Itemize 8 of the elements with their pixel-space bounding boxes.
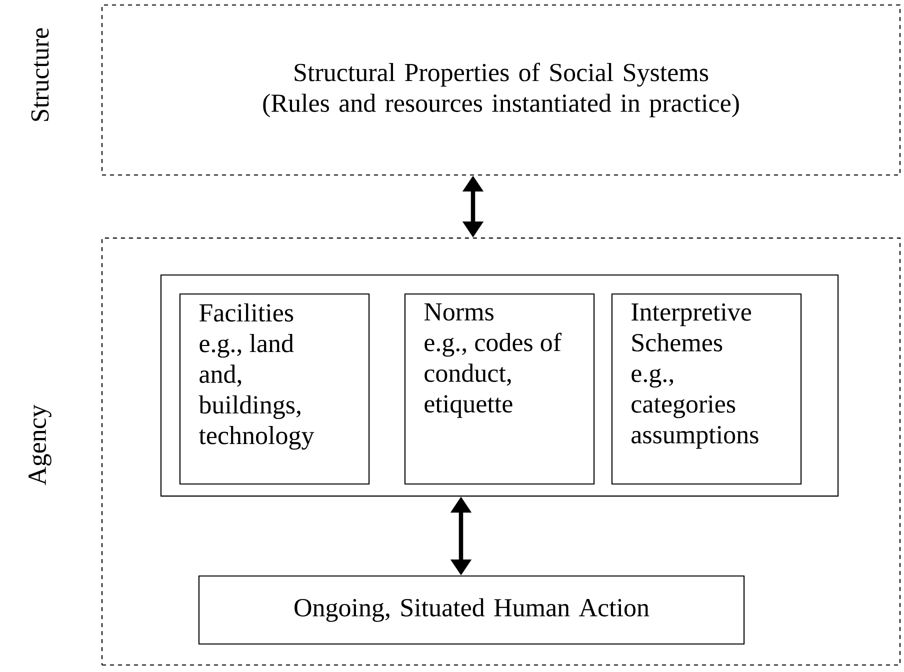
text-box: Facilities e.g., land and, buildings, technology <box>179 293 370 485</box>
frame-box <box>160 274 839 497</box>
dashed-frame: Structural Properties of Social Systems (Rules and resources instantiated in practice) <box>101 4 901 176</box>
text-box: Norms e.g., codes of conduct, etiquette <box>404 293 595 485</box>
side-label: Structure <box>31 28 49 121</box>
side-label: Agency <box>28 404 52 486</box>
text-box: Interpretive Schemes e.g., categories assumptions <box>611 293 802 485</box>
text-box: Ongoing, Situated Human Action <box>198 575 745 645</box>
